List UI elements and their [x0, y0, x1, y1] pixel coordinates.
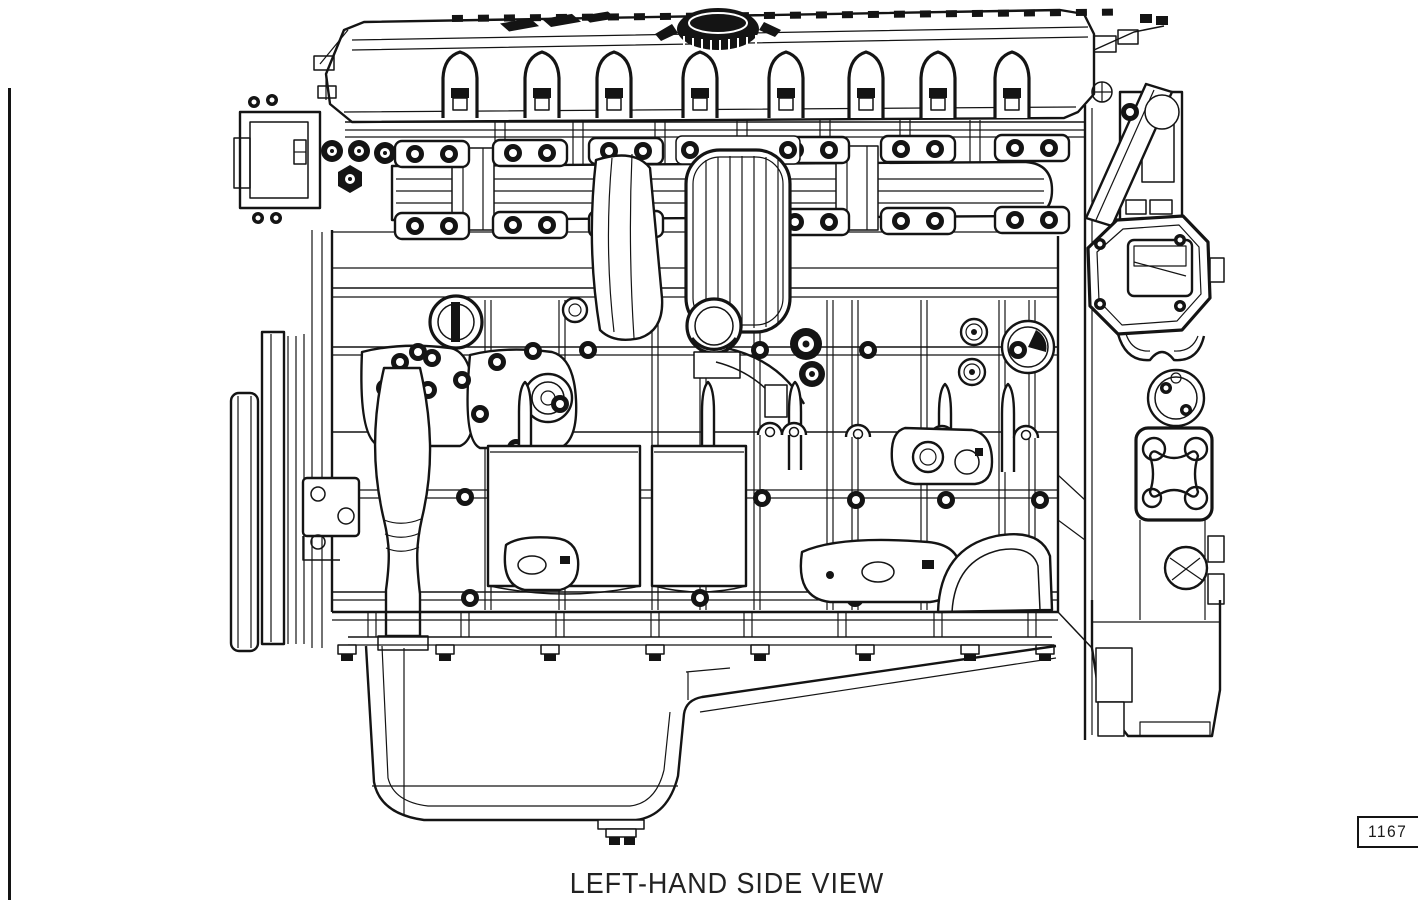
front-assembly: [229, 230, 432, 653]
cooler-ring: [685, 297, 743, 379]
figure-caption: LEFT-HAND SIDE VIEW: [569, 868, 885, 900]
figure-number-box: 1167: [1357, 816, 1418, 848]
oil-drain-plug: [597, 819, 645, 845]
exhaust-elbow-pipe: [373, 366, 432, 651]
figure-number: 1167: [1368, 822, 1408, 841]
engine-mount-bracket-front: [301, 476, 361, 561]
egr-cooler: [590, 135, 825, 418]
flywheel-housing: [1057, 81, 1225, 740]
cylinder-head: [345, 121, 1085, 138]
engine-mount-pad: [1086, 214, 1225, 336]
page-border-left: [8, 88, 11, 900]
accessory-drive-flange: [1146, 368, 1206, 428]
oil-pan: [364, 644, 1057, 845]
front-bracket: [233, 94, 396, 224]
oil-pan-rail: [332, 610, 1058, 662]
pto-flange: [1134, 426, 1214, 522]
oil-filler-cap: [655, 8, 781, 54]
